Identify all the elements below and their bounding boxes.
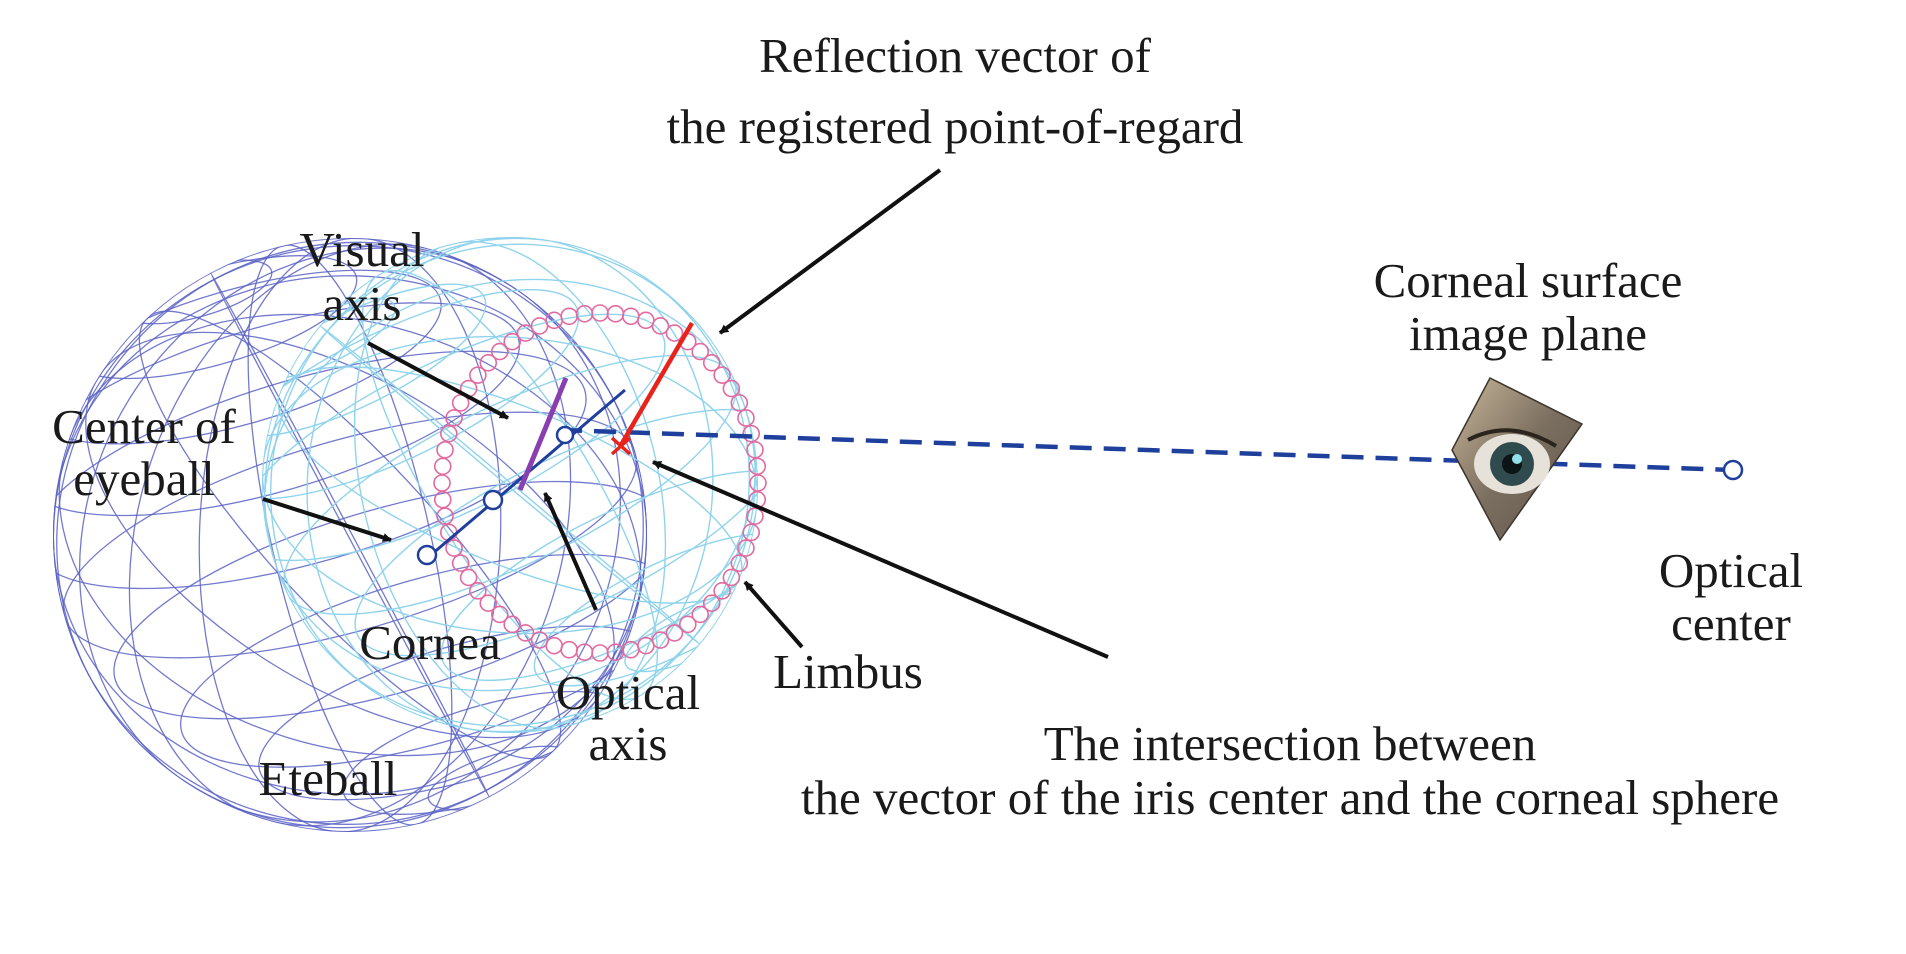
limbus-bead — [436, 441, 454, 459]
limbus-bead — [691, 605, 710, 624]
visual-axis-arrow — [367, 341, 509, 420]
label-visual-axis-line2: axis — [323, 276, 402, 331]
limbus-bead — [665, 624, 684, 642]
cornea-latitude-ring — [262, 283, 487, 438]
limbus-bead — [591, 304, 609, 322]
eyeball-longitude-ring — [247, 244, 453, 826]
limbus-bead — [516, 624, 535, 642]
limbus-bead — [433, 490, 452, 509]
limbus-bead — [665, 324, 684, 342]
optical-axis-dashed-line — [559, 427, 1733, 473]
cornea-longitude-ring — [262, 335, 758, 635]
label-eyeball: Eteball — [259, 751, 398, 806]
optical-center-point — [1722, 459, 1744, 481]
label-optical-center-line1: Optical — [1659, 543, 1803, 598]
limbus-bead — [440, 424, 458, 443]
label-optical-axis-line1: Optical — [556, 665, 700, 720]
limbus-bead — [748, 457, 767, 476]
limbus-bead — [560, 307, 578, 326]
center-of-eyeball-arrow — [262, 497, 392, 542]
limbus-bead — [713, 582, 731, 600]
label-center-line2: eyeball — [73, 451, 214, 506]
limbus-bead — [469, 366, 487, 384]
limbus-bead — [516, 324, 535, 342]
arrows — [262, 168, 1109, 659]
label-optical-center-line2: center — [1671, 596, 1791, 651]
label-visual-axis-line1: Visual — [300, 222, 425, 277]
limbus-bead — [490, 605, 509, 624]
limbus-bead — [479, 353, 498, 372]
limbus-bead — [737, 539, 755, 557]
intersection-mark — [610, 436, 632, 456]
limbus-bead — [722, 379, 741, 398]
corneal-surface-image — [1451, 377, 1584, 542]
eyeball-center-point — [416, 544, 438, 566]
limbus-bead — [451, 554, 470, 572]
limbus-bead — [702, 594, 721, 613]
label-corneal-plane-line1: Corneal surface — [1374, 253, 1683, 308]
iris-center-point — [555, 425, 575, 445]
limbus-bead — [545, 636, 563, 655]
eyeball-longitude-ring — [85, 331, 615, 739]
limbus-bead — [560, 640, 578, 659]
label-cornea: Cornea — [359, 615, 501, 670]
limbus-bead — [713, 366, 731, 384]
limbus-bead — [469, 582, 487, 600]
limbus-bead — [742, 523, 760, 542]
cornea-longitude-ring — [319, 324, 701, 646]
cornea-longitude-ring — [264, 243, 756, 727]
limbus-bead — [742, 424, 760, 443]
label-reflection-line1: Reflection vector of — [759, 28, 1152, 83]
eyeball-longitude-ring — [209, 272, 491, 798]
limbus-bead — [433, 474, 451, 492]
limbus-bead — [702, 353, 721, 372]
label-optical-axis-line2: axis — [589, 716, 668, 771]
limbus-bead — [436, 507, 454, 525]
reflection-vector-line — [619, 321, 694, 447]
limbus-bead — [459, 568, 478, 587]
reflection-vector-arrow — [718, 168, 942, 335]
limbus-bead — [490, 342, 509, 361]
eyeball-latitude-ring — [113, 480, 647, 720]
label-center-line1: Center of — [52, 399, 236, 454]
label-intersection-line1: The intersection between — [1044, 716, 1537, 771]
limbus-arrow — [743, 580, 804, 649]
label-intersection-line2: the vector of the iris center and the co… — [801, 770, 1779, 825]
limbus-bead — [730, 554, 749, 572]
label-corneal-plane-line2: image plane — [1409, 306, 1647, 361]
limbus-bead — [503, 332, 522, 351]
limbus-bead — [678, 615, 697, 634]
limbus-bead — [445, 409, 463, 427]
limbus-bead — [591, 644, 609, 662]
eyeball-longitude-ring — [128, 243, 572, 827]
visual-axis-line — [517, 377, 569, 491]
cornea-latitude-ring — [533, 532, 758, 687]
limbus-ring — [433, 304, 767, 662]
limbus-bead — [737, 409, 755, 427]
optical-axis-arrow — [543, 492, 598, 611]
eyeball-latitude-ring — [179, 553, 647, 768]
limbus-bead — [530, 631, 549, 649]
cornea-wireframe — [262, 237, 758, 733]
cornea-center-point — [482, 489, 504, 511]
intersection-arrow — [652, 460, 1109, 659]
limbus-bead — [749, 474, 767, 492]
limbus-bead — [445, 539, 463, 557]
limbus-bead — [722, 568, 741, 587]
limbus-bead — [503, 615, 522, 634]
label-reflection-line2: the registered point-of-regard — [667, 99, 1244, 154]
limbus-bead — [651, 317, 670, 335]
limbus-bead — [479, 594, 498, 613]
limbus-bead — [746, 441, 764, 459]
cornea-longitude-ring — [269, 237, 751, 733]
limbus-bead — [691, 342, 710, 361]
limbus-bead — [433, 457, 452, 476]
eyeball-latitude-ring — [53, 350, 587, 590]
limbus-bead — [730, 394, 749, 412]
limbus-bead — [746, 507, 764, 525]
label-limbus: Limbus — [773, 644, 923, 699]
